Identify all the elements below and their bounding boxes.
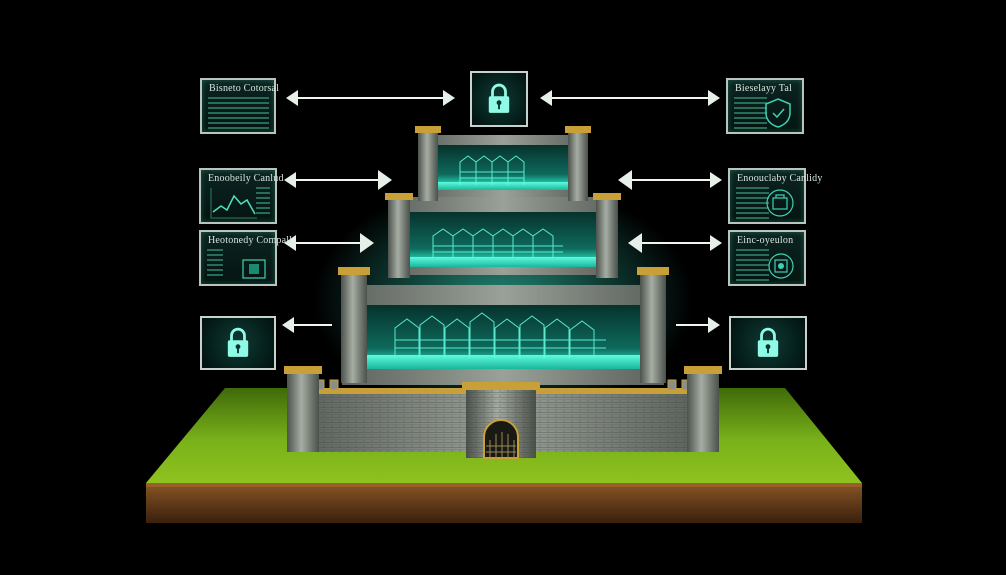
lock-icon (242, 259, 266, 279)
panel-title: Enoobeily Canlud (208, 173, 284, 184)
text-lines (736, 187, 769, 222)
panel-title: Enoouclaby Canlidy (737, 173, 823, 184)
double-arrow-icon (282, 90, 722, 333)
text-lines (208, 97, 270, 132)
text-lines (207, 249, 224, 279)
castle-tier-lower (342, 285, 664, 385)
panel-title: Einc-oyeulon (737, 235, 794, 246)
panel-title: Bieselayy Tal (735, 83, 792, 94)
info-panel-low-left: Heotonedy Compall (199, 230, 292, 286)
text-lines (736, 249, 769, 284)
lock-box-left (200, 316, 276, 370)
shield-icon (765, 98, 791, 128)
lock-box-right (729, 316, 807, 370)
castle-tier-top (418, 135, 588, 197)
castle-tier-middle (388, 197, 618, 275)
info-panel-top-right: Bieselayy Tal (726, 78, 804, 134)
panel-title: Heotonedy Compall (208, 235, 293, 246)
lock-icon (488, 83, 510, 113)
lock-icon (757, 327, 779, 357)
shield-icon (766, 189, 794, 217)
text-lines (256, 187, 270, 217)
info-panel-mid-right: Enoouclaby Canlidy (728, 168, 822, 224)
panel-title: Bisneto Cotorsal (209, 83, 280, 94)
lock-icon (227, 327, 249, 357)
info-panel-low-right: Einc-oyeulon (728, 230, 806, 286)
lock-box-top (470, 71, 528, 127)
text-lines (734, 97, 767, 132)
castle-towers (284, 126, 722, 459)
network-icon (768, 253, 794, 279)
line-chart-icon (210, 188, 257, 219)
info-panel-mid-left: Enoobeily Canlud (199, 168, 284, 224)
info-panel-top-left: Bisneto Cotorsal (200, 78, 280, 134)
